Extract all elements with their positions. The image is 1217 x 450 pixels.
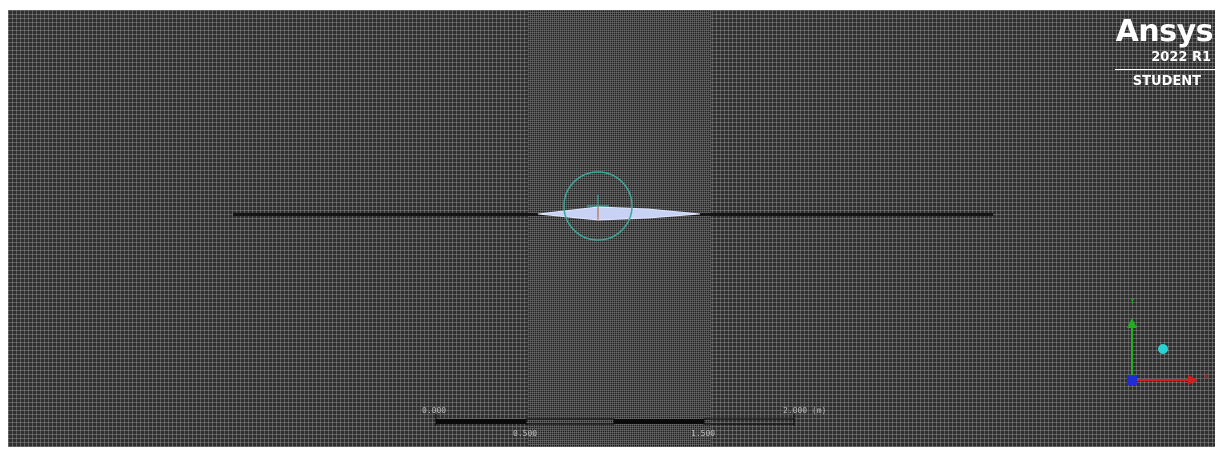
logo-wordmark: Ansys (1115, 14, 1214, 49)
refined-mesh-region (528, 10, 711, 447)
logo-divider (1115, 69, 1215, 70)
scale-lower-left-label: 0.500 (513, 429, 538, 438)
axis-triad[interactable] (1127, 318, 1198, 385)
scale-start-label: 0.000 (422, 406, 447, 415)
triad-y-arrowhead (1127, 318, 1137, 328)
triad-x-arrowhead (1188, 375, 1198, 385)
logo-edition: STUDENT (1132, 74, 1201, 89)
rotation-center-icon (563, 171, 633, 241)
ansys-logo: Ansys 2022 R1 STUDENT (1097, 16, 1215, 90)
scale-ruler (435, 414, 795, 426)
triad-x-label: X (1204, 372, 1209, 381)
triad-iso-sphere[interactable] (1158, 344, 1168, 354)
scale-end-label: 2.000 (m) (783, 406, 827, 415)
triad-y-label: Y (1130, 297, 1135, 306)
logo-release: 2022 R1 (1151, 50, 1211, 65)
scale-lower-right-label: 1.500 (691, 429, 716, 438)
triad-z-marker (1127, 375, 1137, 385)
airfoil-shape[interactable] (537, 206, 701, 221)
scene-overlay (435, 171, 1198, 426)
graphics-viewport[interactable]: 0.000 2.000 (m) 0.500 1.500 Y X Ansys 20… (8, 10, 1215, 447)
